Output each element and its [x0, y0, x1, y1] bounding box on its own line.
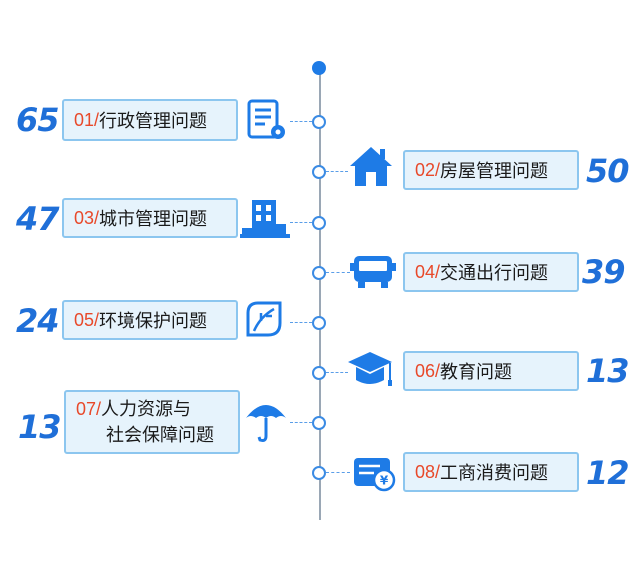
item-label-line-1: 07/人力资源与: [76, 396, 191, 422]
connector: [326, 472, 350, 473]
item-value: 13: [18, 408, 62, 446]
timeline-node: [312, 216, 326, 230]
item-value: 12: [586, 454, 630, 492]
connector: [290, 422, 312, 423]
item-label: 01/行政管理问题: [62, 99, 238, 141]
bus-icon: [350, 256, 396, 288]
item-label: 05/环境保护问题: [62, 300, 238, 340]
item-value: 39: [582, 253, 626, 291]
item-number: 01/: [74, 109, 100, 130]
item-text: 工商消费问题: [440, 463, 549, 483]
item-text: 教育问题: [440, 362, 513, 382]
connector: [326, 272, 350, 273]
timeline-node: [312, 366, 326, 380]
item-label: 07/人力资源与 社会保障问题: [64, 390, 240, 454]
item-label: 03/城市管理问题: [62, 198, 238, 238]
timeline-node: [312, 316, 326, 330]
item-number: 02/: [415, 159, 441, 180]
umbrella-icon: [246, 405, 286, 442]
graduation-cap-icon: [348, 352, 392, 386]
item-number: 08/: [415, 461, 441, 482]
item-number: 06/: [415, 360, 441, 381]
connector: [326, 171, 348, 172]
item-label: 04/交通出行问题: [403, 252, 579, 292]
item-text: 行政管理问题: [99, 111, 208, 131]
leaf-icon: [246, 301, 282, 337]
building-icon: [240, 200, 290, 238]
item-text: 人力资源与: [101, 399, 192, 419]
connector: [326, 372, 348, 373]
connector: [290, 222, 312, 223]
item-label: 02/房屋管理问题: [403, 150, 579, 190]
item-number: 04/: [415, 261, 441, 282]
svg-text:¥: ¥: [380, 474, 389, 488]
item-number: 03/: [74, 207, 100, 228]
item-number: 07/: [76, 399, 102, 419]
item-label: 08/工商消费问题: [403, 452, 579, 492]
item-value: 13: [586, 352, 630, 390]
timeline-node: [312, 266, 326, 280]
connector: [290, 322, 312, 323]
item-value: 65: [16, 101, 60, 139]
timeline-node: [312, 416, 326, 430]
item-text-line-2: 社会保障问题: [106, 425, 214, 445]
timeline-start-dot: [312, 61, 326, 75]
item-value: 24: [16, 302, 60, 340]
document-gear-icon: [247, 99, 285, 139]
connector: [290, 121, 312, 122]
item-value: 50: [586, 152, 630, 190]
item-text: 环境保护问题: [99, 311, 208, 331]
item-text: 城市管理问题: [99, 209, 208, 229]
timeline-node: [312, 115, 326, 129]
timeline-axis: [319, 68, 321, 520]
item-label: 06/教育问题: [403, 351, 579, 391]
house-icon: [350, 147, 392, 186]
timeline-node: [312, 466, 326, 480]
item-number: 05/: [74, 309, 100, 330]
item-value: 47: [16, 200, 60, 238]
timeline-node: [312, 165, 326, 179]
yen-card-icon: ¥: [354, 458, 396, 492]
item-text: 房屋管理问题: [440, 161, 549, 181]
item-text: 交通出行问题: [440, 263, 549, 283]
